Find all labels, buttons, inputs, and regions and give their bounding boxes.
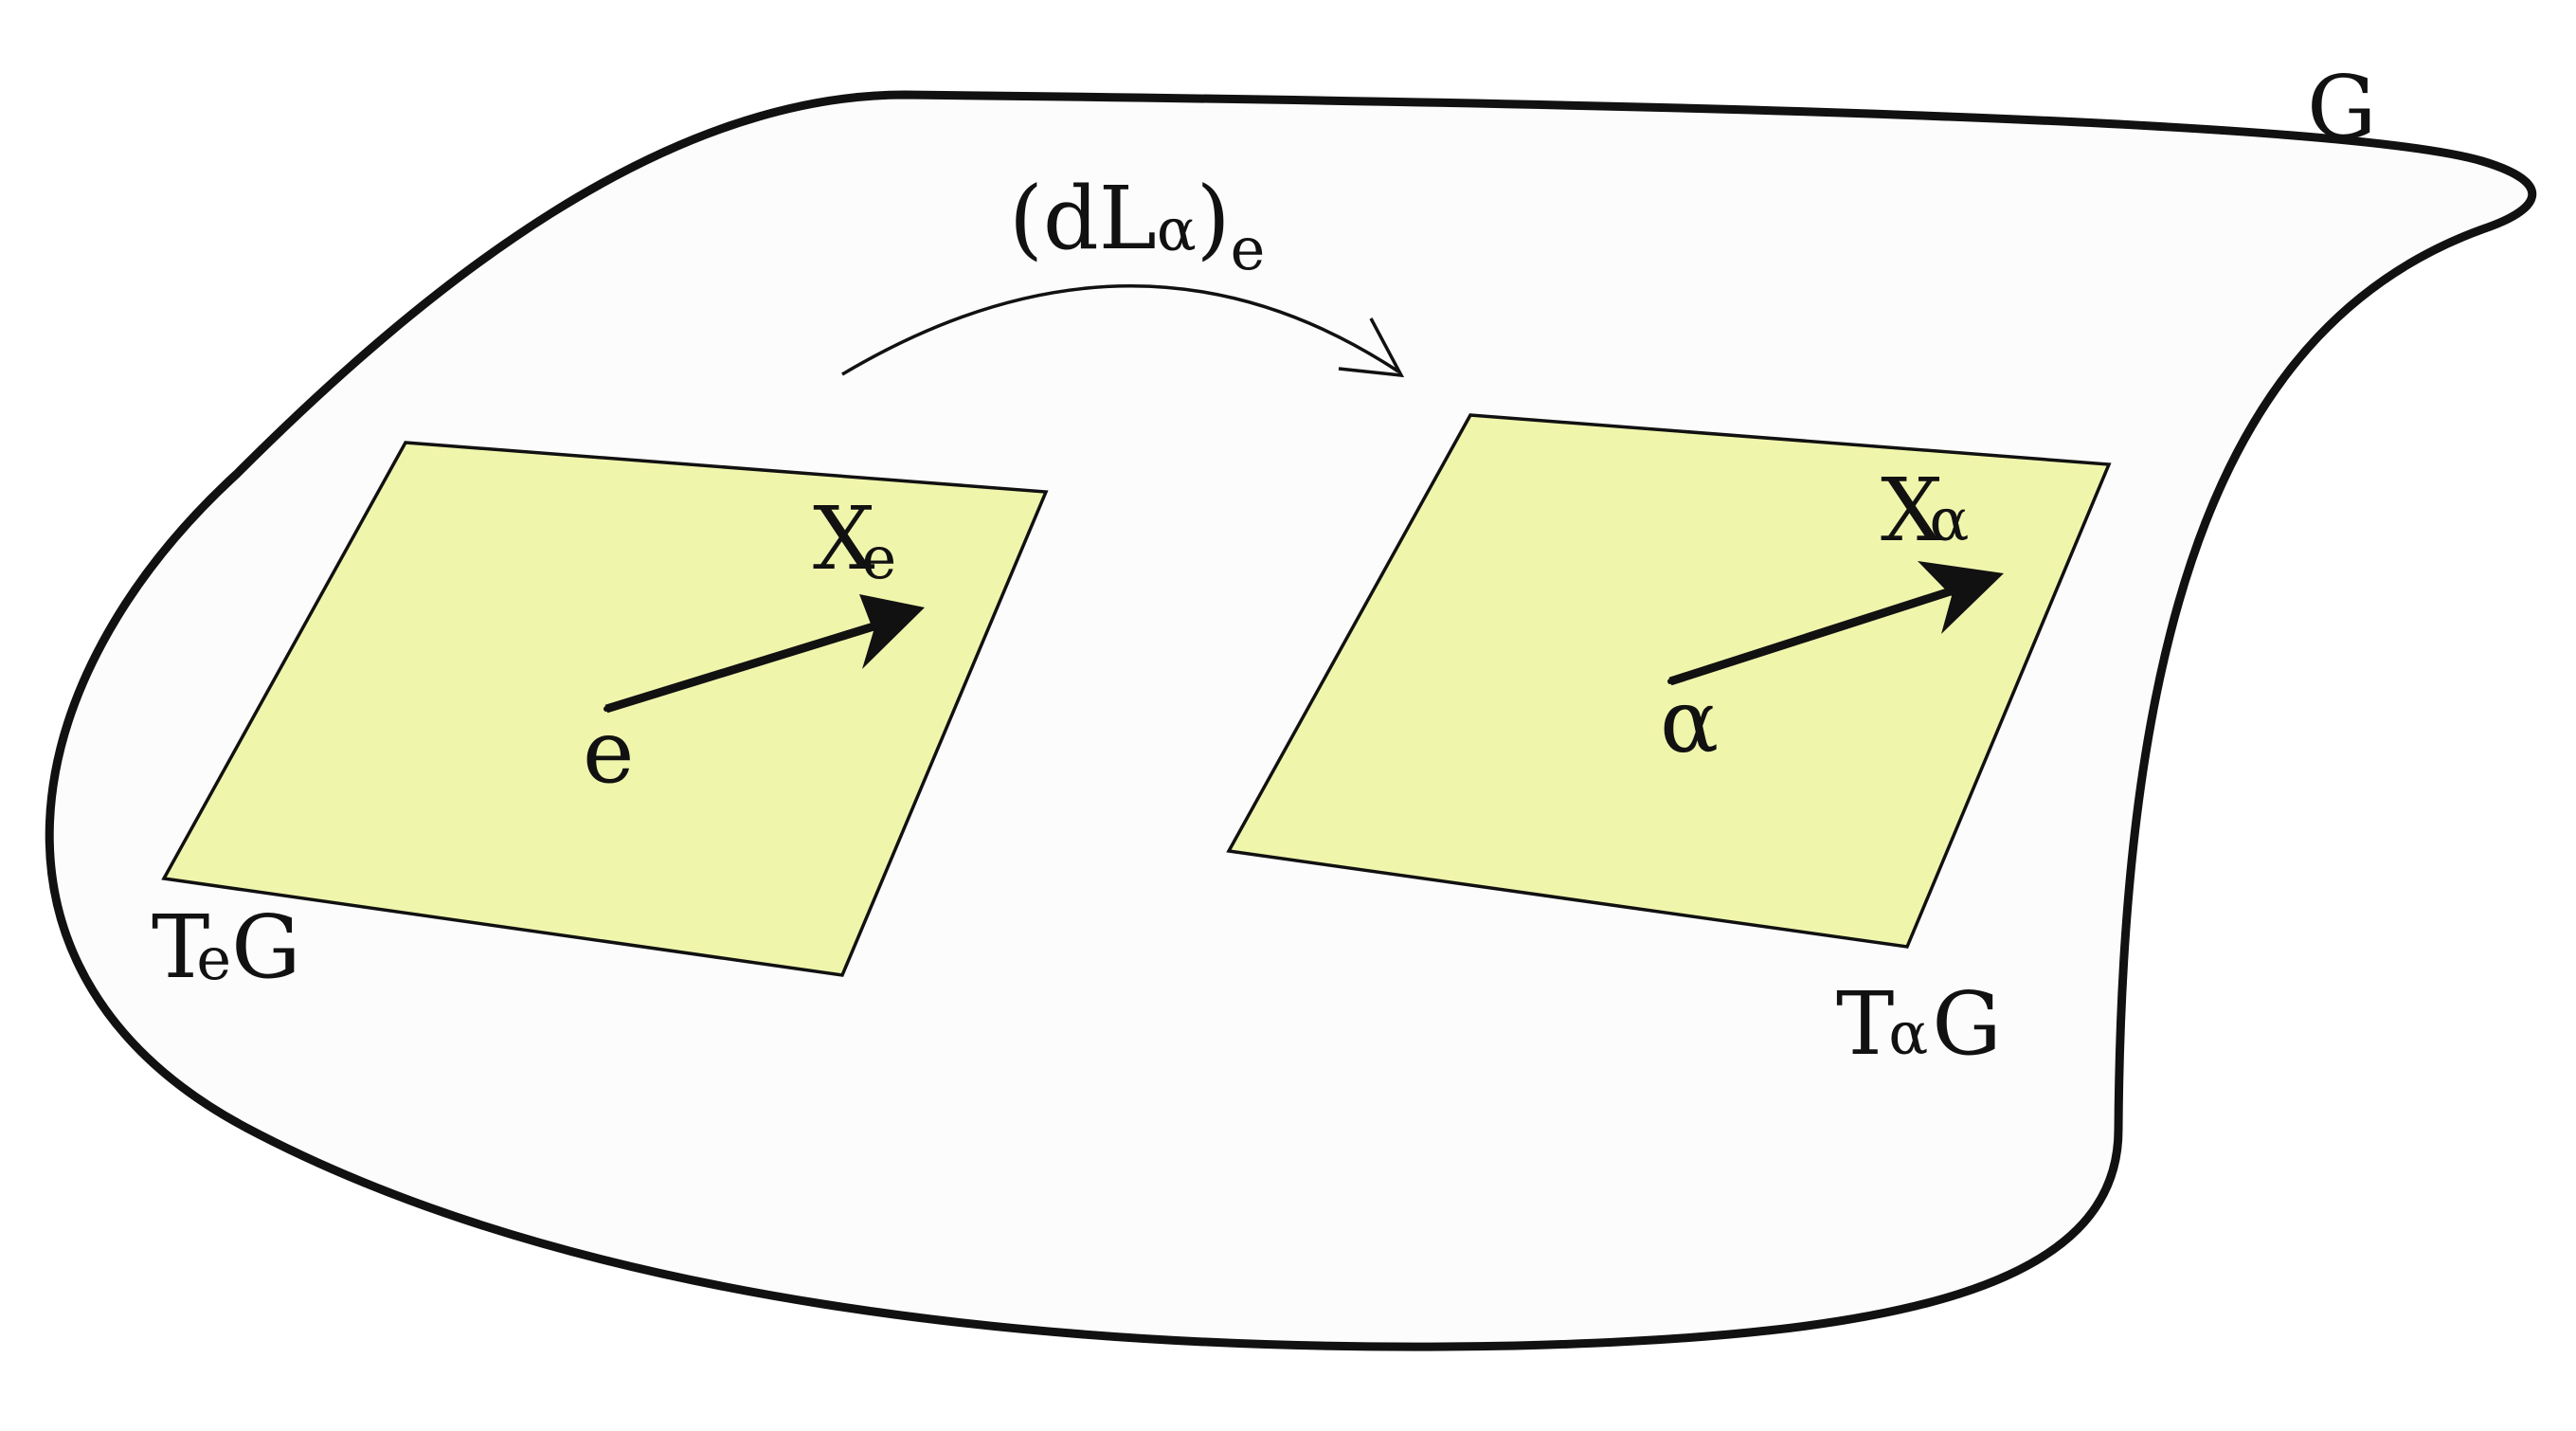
tangent-space-identity-label: TeG bbox=[152, 897, 301, 998]
map-arrow-arc bbox=[841, 284, 1399, 376]
vector-x-e-arrowhead bbox=[859, 594, 925, 669]
tangent-space-identity-main: T bbox=[152, 897, 209, 998]
vector-x-e-main: X bbox=[813, 488, 875, 589]
tangent-space-identity-tail: G bbox=[231, 897, 301, 998]
vector-x-e-sub: e bbox=[862, 523, 897, 592]
tangent-space-identity-sub: e bbox=[196, 924, 231, 993]
tangent-space-a-label: TαG bbox=[1836, 973, 2002, 1075]
map-label-sub2: e bbox=[1231, 214, 1266, 283]
map-label-close: ) bbox=[1197, 168, 1231, 269]
vector-x-e-label: Xe bbox=[813, 488, 896, 592]
map-label: (dLα)e bbox=[1009, 168, 1265, 283]
manifold-outline bbox=[45, 90, 2536, 1351]
map-arrowhead bbox=[1338, 317, 1405, 378]
vector-x-a-label: Xα bbox=[1881, 460, 1969, 561]
manifold-label: G bbox=[2307, 57, 2377, 158]
point-a-dot bbox=[1667, 679, 1673, 684]
vector-x-a-sub: α bbox=[1930, 485, 1970, 554]
vector-x-e-shaft bbox=[604, 619, 885, 714]
tangent-space-a-main: T bbox=[1836, 973, 1894, 1075]
map-label-prefix: (dL bbox=[1009, 168, 1157, 269]
vector-x-a-main: X bbox=[1881, 460, 1943, 561]
point-e-dot bbox=[603, 706, 609, 712]
vector-x-a-shaft bbox=[1668, 584, 1961, 686]
point-e-label: e bbox=[583, 701, 634, 803]
tangent-space-a-sub: α bbox=[1888, 999, 1928, 1068]
map-label-sub1: α bbox=[1157, 195, 1197, 264]
vector-x-a-arrowhead bbox=[1918, 561, 2004, 634]
point-a-label: α bbox=[1660, 671, 1719, 772]
tangent-space-a-tail: G bbox=[1932, 973, 2002, 1075]
